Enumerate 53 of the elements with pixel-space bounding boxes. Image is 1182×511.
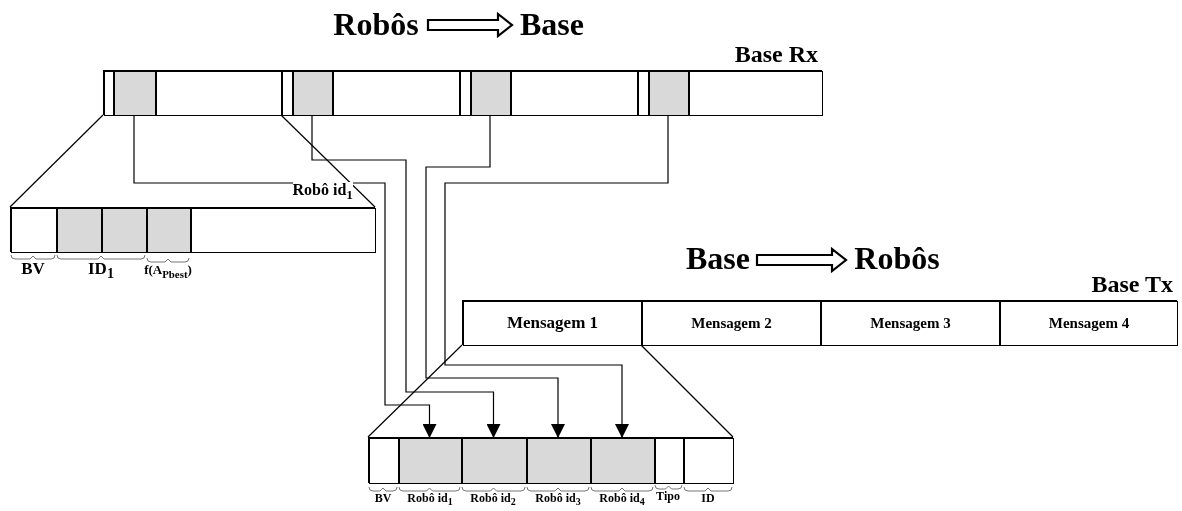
packet-field	[57, 208, 102, 253]
hollow-arrow	[755, 246, 848, 274]
arrow	[311, 114, 501, 438]
packet-field	[114, 71, 156, 116]
packet-field	[282, 71, 293, 116]
packet-field	[156, 71, 282, 116]
field-label: Robô id$_{2}$	[470, 492, 516, 508]
expansion-line	[640, 344, 734, 438]
hollow-arrow	[426, 11, 514, 39]
packet-field	[462, 438, 527, 484]
field-label: Tipo	[656, 490, 680, 504]
packet-field	[638, 71, 649, 116]
packet-field	[11, 208, 57, 253]
field-label: f(A$_{Pbest}$)	[144, 263, 192, 281]
field-label: Robô id$_{4}$	[599, 492, 645, 508]
packet-field	[333, 71, 460, 116]
packet-field	[369, 438, 399, 484]
packet-field	[460, 71, 471, 116]
expansion-line	[9, 114, 104, 208]
packet-field	[527, 438, 591, 484]
field-label: BV	[21, 260, 45, 279]
packet-field	[655, 438, 684, 484]
arrow	[444, 114, 669, 438]
packet-field	[511, 71, 638, 116]
packet-field	[649, 71, 689, 116]
arrow	[133, 114, 437, 438]
direction-label: Robôs	[326, 4, 426, 44]
field-label: Robô id$_{3}$	[535, 492, 581, 508]
direction-label: Robôs	[848, 238, 946, 278]
message-field: Mensagem 4	[1000, 301, 1178, 346]
packet-field	[191, 208, 376, 253]
field-label: BV	[374, 492, 392, 506]
direction-label: Base	[514, 4, 590, 44]
expansion-line	[367, 344, 463, 438]
field-label: Robô id$_{1}$	[407, 492, 453, 508]
packet-field	[104, 71, 114, 116]
expansion-line	[280, 114, 376, 208]
packet-field	[689, 71, 823, 116]
packet-field	[147, 208, 191, 253]
message-field: Mensagem 3	[821, 301, 1000, 346]
packet-field	[684, 438, 734, 484]
packet-field	[399, 438, 462, 484]
message-field: Mensagem 2	[642, 301, 821, 346]
field-label: ID$_{1}$	[88, 260, 114, 282]
direction-label: Base	[681, 238, 755, 278]
message-field: Mensagem 1	[463, 301, 642, 346]
arrow	[425, 114, 565, 438]
packet-field	[591, 438, 655, 484]
packet-field	[293, 71, 333, 116]
packet-field	[471, 71, 511, 116]
field-label: ID	[701, 492, 715, 506]
frame-heading: Robô id$_{1}$	[292, 182, 353, 202]
packet-field	[102, 208, 147, 253]
